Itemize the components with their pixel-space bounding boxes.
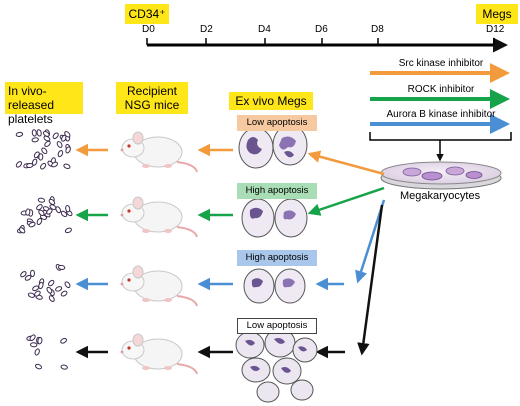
timeline-end-label: Megs (476, 4, 518, 24)
platelet (30, 269, 35, 278)
timeline-ticks (146, 38, 495, 45)
platelet (46, 286, 53, 294)
column-heading-platelets: In vivo-released platelets (5, 82, 83, 126)
dish-label: Megakaryocytes (400, 190, 481, 202)
dish-arrow-green (307, 186, 385, 216)
mouse-illustration (120, 333, 198, 375)
platelet (41, 147, 48, 155)
platelet (57, 264, 66, 270)
inhibitor-bracket (369, 132, 512, 160)
timeline-start-label: CD34⁺ (125, 4, 169, 24)
row-arrows (75, 143, 345, 359)
dish-arrow-orange (307, 150, 385, 176)
platelet (28, 221, 36, 228)
platelet (48, 295, 55, 302)
platelet (48, 198, 56, 205)
inhibitor-label: ROCK inhibitor (407, 84, 475, 95)
mouse-illustration (120, 131, 198, 173)
petri-dish (380, 161, 502, 190)
platelet (64, 281, 71, 289)
platelet (48, 279, 55, 287)
platelets (15, 129, 73, 370)
platelet (40, 162, 47, 170)
platelet (42, 130, 50, 137)
platelet (36, 217, 43, 226)
platelet (31, 129, 37, 137)
dish-arrow-black (357, 204, 384, 356)
platelet (38, 153, 44, 161)
platelet (34, 290, 41, 297)
timeline-tick-label: D8 (371, 24, 384, 35)
platelet (64, 131, 71, 138)
apoptosis-label: High apoptosis (237, 183, 317, 199)
platelet (55, 286, 63, 292)
platelet (60, 210, 68, 218)
platelet (60, 364, 68, 370)
platelet (37, 337, 43, 345)
platelet (56, 141, 63, 148)
platelet (46, 208, 53, 215)
platelet (20, 271, 27, 278)
megakaryocyte-cluster (238, 124, 308, 169)
platelet (29, 334, 36, 341)
platelet (36, 129, 42, 137)
mice (120, 131, 198, 375)
platelet (25, 208, 31, 216)
platelet (38, 281, 44, 290)
timeline-tick-label: D12 (486, 24, 505, 35)
platelet (15, 131, 24, 137)
platelet (36, 204, 43, 211)
platelet (15, 161, 23, 168)
column-heading-megs: Ex vivo Megs (229, 92, 313, 110)
platelet (26, 162, 34, 169)
platelet (18, 227, 26, 234)
platelet (63, 163, 71, 169)
platelet (44, 140, 51, 147)
platelet (27, 292, 35, 298)
platelet (34, 348, 40, 356)
inhibitor-label: Aurora B kinase inhibitor (386, 109, 496, 120)
platelet-cluster (26, 334, 68, 370)
platelet (31, 137, 39, 143)
platelet-cluster (20, 264, 71, 302)
platelet (60, 290, 68, 297)
apoptosis-label: Low apoptosis (237, 318, 317, 334)
megakaryocyte-cluster (241, 198, 308, 238)
timeline-tick-label: D2 (200, 24, 213, 35)
platelet (30, 342, 38, 348)
timeline-tick-label: D6 (315, 24, 328, 35)
platelet (60, 337, 68, 344)
apoptosis-label: High apoptosis (237, 250, 317, 266)
megakaryocyte-cluster (235, 328, 318, 403)
inhibitor-label: Src kinase inhibitor (398, 58, 484, 69)
mouse-illustration (120, 265, 198, 307)
timeline-tick-label: D0 (142, 24, 155, 35)
platelet-cluster (15, 129, 71, 170)
platelet (57, 150, 64, 158)
column-heading-mice: Recipient NSG mice (116, 82, 188, 114)
platelet (65, 146, 71, 154)
platelet (65, 205, 71, 213)
platelet (38, 209, 45, 217)
apoptosis-label: Low apoptosis (237, 115, 317, 131)
platelet-cluster (16, 196, 73, 234)
mouse-illustration (120, 196, 198, 238)
platelet (51, 161, 59, 168)
platelet (52, 132, 59, 139)
platelet (34, 363, 43, 370)
platelet (55, 206, 61, 214)
platelet (64, 227, 72, 234)
megakaryocyte-cluster (243, 268, 306, 304)
platelet (37, 197, 46, 203)
timeline-tick-label: D4 (258, 24, 271, 35)
